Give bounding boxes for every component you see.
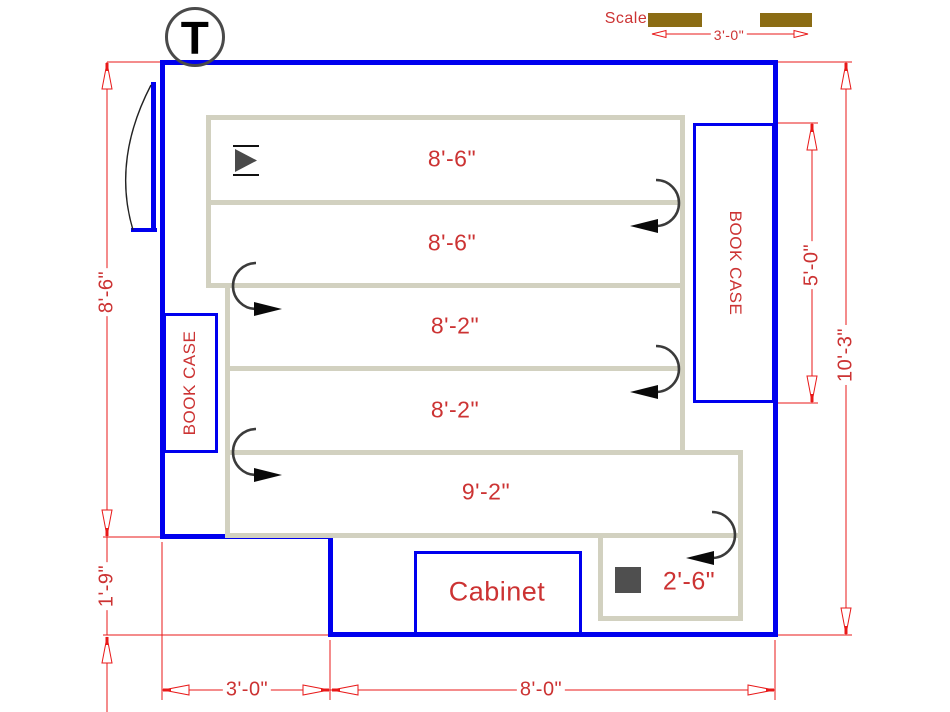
wall-notch-vertical [328, 534, 333, 637]
shelf-line [206, 283, 685, 288]
wall-left [160, 60, 165, 539]
scale-length-label: 3'-0" [710, 27, 748, 43]
bookcase-right [693, 123, 775, 403]
thermostat-label: T [180, 12, 210, 64]
dimension-left-wall: 8'-6" [95, 267, 119, 317]
aisle-label-3: 8'-2" [430, 312, 480, 339]
bookcase-right-label: BOOK CASE [726, 210, 745, 316]
dimension-overall-depth: 10'-3" [834, 325, 858, 385]
wall-top [160, 60, 778, 65]
shelf-end-cap [680, 115, 685, 455]
scale-bar-white-segment [702, 13, 760, 27]
shelf-line [225, 533, 743, 538]
bookcase-left-label: BOOK CASE [180, 330, 199, 436]
end-marker-icon [615, 567, 641, 593]
shelf-line [206, 115, 685, 120]
bookcase-left [163, 313, 218, 453]
door-leaf [151, 82, 156, 232]
path-arrow-heads [254, 219, 714, 565]
dimension-left-notch: 1'-9" [95, 561, 119, 611]
cabinet [414, 551, 582, 635]
shelf-end-cap [598, 533, 603, 621]
scale-title: Scale [604, 10, 648, 27]
shelf-end-cap [225, 283, 230, 537]
shelf-line [225, 366, 685, 371]
door-swing-arc [125, 84, 152, 231]
shelf-line [598, 616, 743, 621]
door-stop [131, 228, 157, 232]
dimension-notch-width: 3'-0" [222, 678, 272, 702]
shelf-line [206, 200, 685, 205]
shelf-end-cap [738, 450, 743, 621]
shelf-line [225, 450, 743, 455]
aisle-label-end: 2'-6" [662, 567, 716, 596]
dimension-bookcase-length: 5'-0" [800, 240, 824, 290]
aisle-label-5: 9'-2" [461, 478, 511, 505]
cabinet-label: Cabinet [448, 576, 546, 607]
wall-right [773, 60, 778, 637]
shelf-end-cap [206, 115, 211, 288]
start-marker-icon [233, 145, 259, 176]
thermostat-symbol [165, 7, 225, 67]
aisle-label-4: 8'-2" [430, 396, 480, 423]
aisle-label-1: 8'-6" [427, 145, 477, 172]
aisle-label-2: 8'-6" [427, 229, 477, 256]
dimension-main-width: 8'-0" [516, 678, 566, 702]
